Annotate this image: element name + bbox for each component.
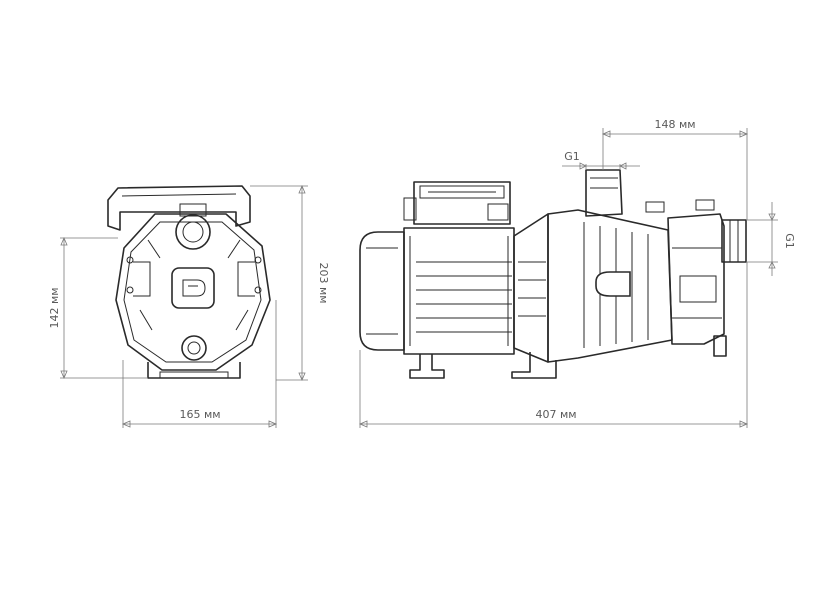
front-width-dimension: 165 мм (121, 300, 278, 428)
side-height-label: 203 мм (317, 262, 330, 303)
front-width-label: 165 мм (179, 408, 220, 421)
front-height-dimension: 142 мм (48, 236, 148, 380)
inlet-thread-label: G1 (783, 233, 796, 249)
side-height-dimension: 203 мм (250, 184, 330, 382)
total-length-dimension: 407 мм (358, 262, 749, 428)
outlet-thread-label: G1 (564, 150, 580, 163)
front-height-label: 142 мм (48, 287, 61, 328)
inlet-thread-dimension: G1 (746, 202, 796, 276)
pump-side-view (359, 169, 747, 379)
outlet-thread-dimension: G1 (562, 150, 640, 170)
total-length-label: 407 мм (535, 408, 576, 421)
pump-front-view (107, 185, 271, 379)
outlet-offset-dimension: 148 мм (601, 118, 749, 220)
outlet-offset-label: 148 мм (654, 118, 695, 131)
